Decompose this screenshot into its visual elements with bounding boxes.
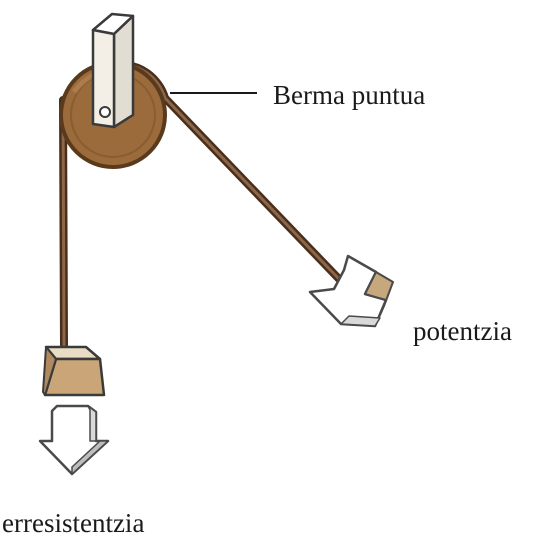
load-label: erresistentzia <box>2 508 145 538</box>
fulcrum-label: Berma puntua <box>273 80 426 110</box>
load-rope <box>59 96 68 349</box>
effort-arrow-icon <box>308 254 394 328</box>
load-block <box>42 345 106 397</box>
effort-label: potentzia <box>413 316 512 346</box>
load-arrow-icon <box>38 404 110 476</box>
pulley-support <box>91 12 135 129</box>
axle-pin <box>99 106 111 118</box>
